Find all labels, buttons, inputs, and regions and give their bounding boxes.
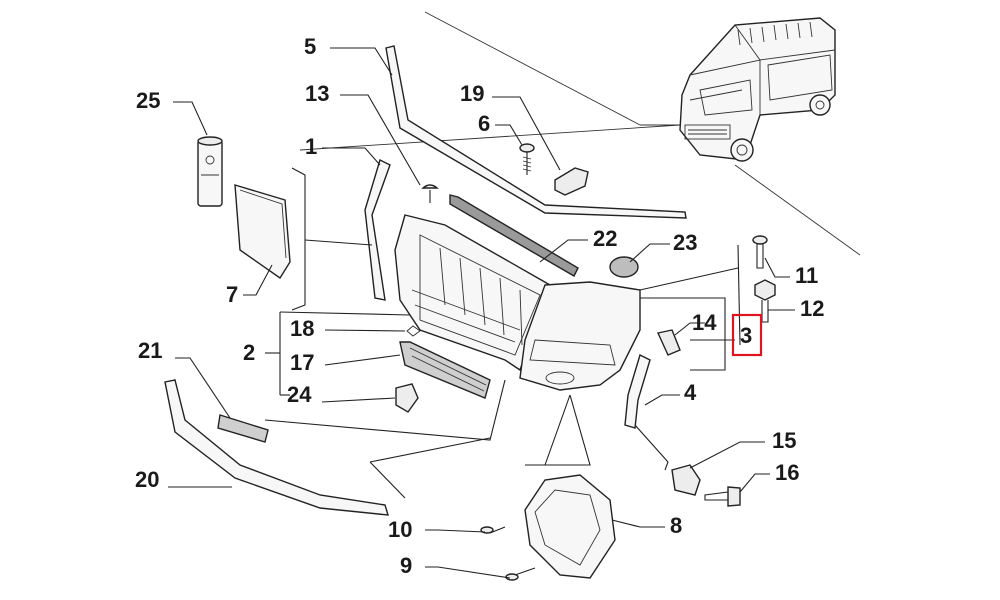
callout-13: 13 (305, 81, 329, 106)
part-22-mesh (449, 194, 579, 277)
guide-lines (299, 11, 861, 256)
callout-7: 7 (226, 282, 238, 307)
part-15-retainer (671, 464, 701, 496)
van-illustration (679, 17, 836, 162)
part-9-screw (505, 567, 536, 581)
callout-21: 21 (138, 338, 162, 363)
part-4-side-strip (624, 354, 651, 429)
callout-24: 24 (287, 382, 312, 407)
callout-4: 4 (684, 380, 697, 405)
callout-8: 8 (670, 513, 682, 538)
part-12-bolt (754, 279, 776, 323)
callout-3: 3 (740, 323, 752, 348)
part-19-bracket (554, 167, 589, 196)
callout-labels: 5 13 19 6 25 1 7 22 23 11 12 14 3 18 2 1… (135, 34, 824, 578)
part-11-bolt (752, 235, 768, 269)
part-13-clip (421, 184, 439, 203)
callout-9: 9 (400, 553, 412, 578)
part-3-bumper-cover (519, 281, 641, 391)
callout-23: 23 (673, 230, 697, 255)
callout-6: 6 (478, 111, 490, 136)
callout-14: 14 (692, 310, 717, 335)
callout-10: 10 (388, 517, 412, 542)
callout-18: 18 (290, 316, 314, 341)
part-16-bolt (704, 486, 741, 507)
callout-16: 16 (775, 460, 799, 485)
callout-11: 11 (795, 263, 818, 288)
part-24-clip (395, 383, 419, 413)
callout-22: 22 (593, 226, 617, 251)
callout-17: 17 (290, 350, 314, 375)
part-25-can (197, 136, 223, 207)
callout-15: 15 (772, 428, 796, 453)
callout-12: 12 (800, 296, 824, 321)
callout-25: 25 (136, 88, 160, 113)
callout-19: 19 (460, 81, 484, 106)
part-7-tow-cover (234, 184, 291, 279)
part-17-lower-grille (399, 341, 491, 399)
part-14-clip-nut (657, 329, 681, 356)
callout-5: 5 (304, 34, 316, 59)
highlight-box-part-3 (731, 313, 763, 357)
leader-lines (168, 47, 795, 579)
part-21-plate (217, 414, 269, 443)
part-2-bumper-assembly (394, 214, 551, 372)
part-6-screw (519, 143, 535, 175)
part-1-side-bracket (364, 159, 391, 301)
callout-2: 2 (243, 340, 255, 365)
part-20-lower-spoiler (164, 379, 389, 516)
part-18-emblem (406, 325, 421, 337)
part-8-liner (524, 474, 616, 579)
part-5-upper-trim (385, 45, 687, 219)
callout-1: 1 (305, 134, 317, 159)
part-23-badge (609, 256, 639, 278)
callout-20: 20 (135, 467, 159, 492)
